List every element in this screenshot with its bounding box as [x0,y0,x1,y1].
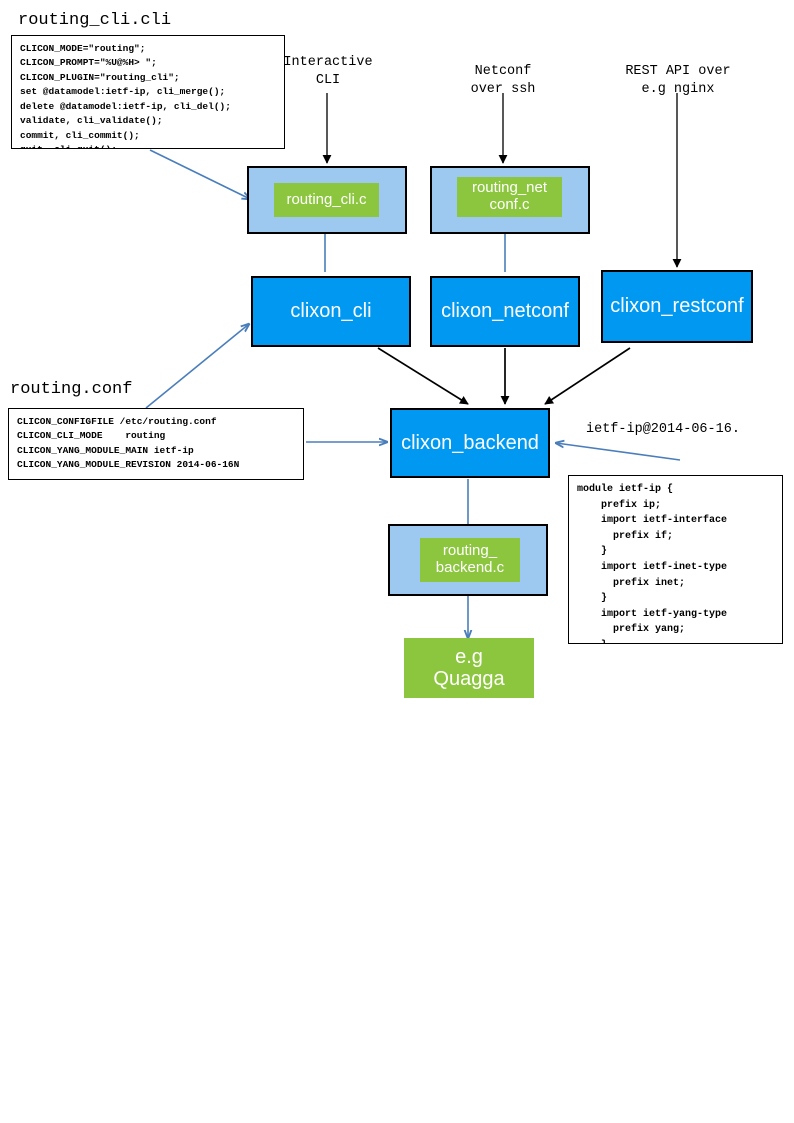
edge-yang-to-backend [556,443,681,461]
edge-clixon-restconf-to-backend [544,347,631,405]
wrapper-routing-cli: routing_cli.c [247,166,407,234]
caption-routing-cli-cli-title: routing_cli.cli [18,11,172,30]
panel-routing-cli-cli: CLICON_MODE="routing"; CLICON_PROMPT="%U… [11,35,285,149]
panel-ietf-ip-yang: module ietf-ip { prefix ip; import ietf-… [568,475,783,644]
edge-clixon-cli-to-backend [377,347,469,405]
caption-ietf-ip-yang-file: ietf-ip@2014-06-16. [586,422,740,437]
node-clixon-netconf[interactable]: clixon_netconf [430,276,580,347]
node-routing-cli-c[interactable]: routing_cli.c [274,183,379,217]
node-clixon-cli[interactable]: clixon_cli [251,276,411,347]
wrapper-routing-netconf: routing_net conf.c [430,166,590,234]
node-routing-backend-c[interactable]: routing_ backend.c [420,538,520,582]
caption-interactive-cli: Interactive CLI [283,55,373,89]
edge-cli-file-to-routing-cli-c [149,149,250,199]
node-clixon-backend[interactable]: clixon_backend [390,408,550,478]
panel-routing-conf: CLICON_CONFIGFILE /etc/routing.conf CLIC… [8,408,304,480]
caption-rest-api: REST API over e.g nginx [625,64,731,98]
wrapper-routing-backend: routing_ backend.c [388,524,548,596]
edge-routing-conf-to-clixon-cli [145,324,249,409]
caption-netconf-over-ssh: Netconf over ssh [470,64,536,98]
node-quagga[interactable]: e.g Quagga [404,638,534,698]
caption-routing-conf-title: routing.conf [10,380,133,399]
node-routing-netconf-c[interactable]: routing_net conf.c [457,177,562,217]
node-clixon-restconf[interactable]: clixon_restconf [601,270,753,343]
